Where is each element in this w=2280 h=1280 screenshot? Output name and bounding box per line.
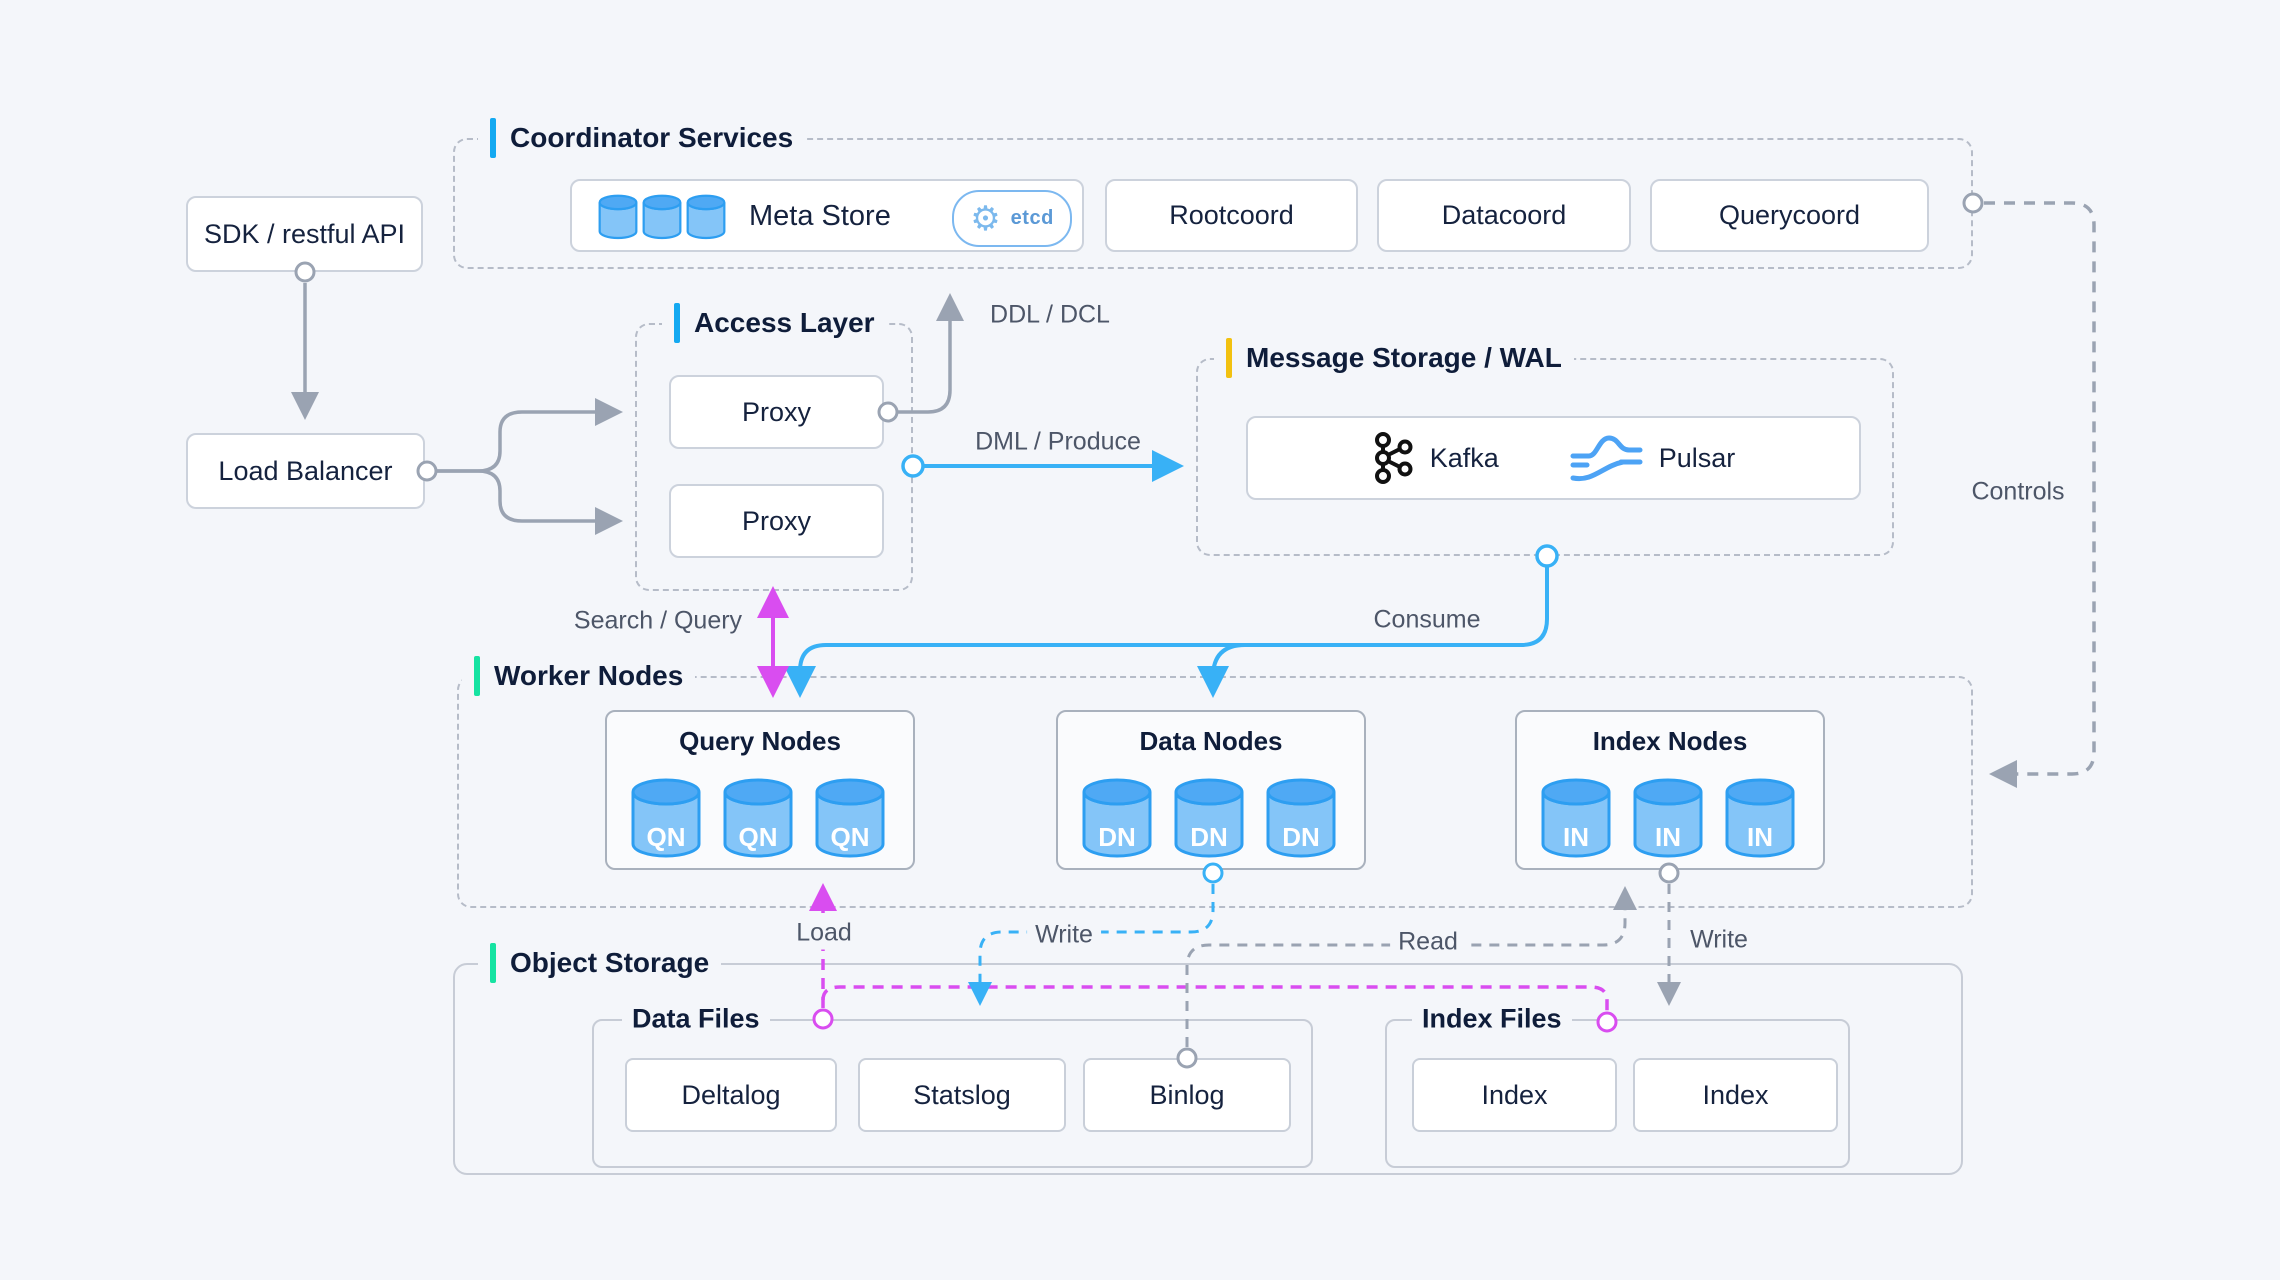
load-balancer-node: Load Balancer xyxy=(186,433,425,509)
worker-nodes-accent-bar xyxy=(474,656,480,696)
deltalog-label: Deltalog xyxy=(681,1079,781,1110)
index-nodes-group-title: Index Nodes xyxy=(1592,726,1748,756)
meta-store-label: Meta Store xyxy=(749,200,891,232)
object-storage-accent-bar xyxy=(490,943,496,983)
index-file-node: Index xyxy=(1412,1058,1617,1132)
index-node-abbr: IN xyxy=(1747,822,1773,852)
coordinator-section-title: Coordinator Services xyxy=(478,118,806,158)
coordinator-accent-bar xyxy=(490,118,496,158)
querycoord-label: Querycoord xyxy=(1718,200,1861,230)
rootcoord-label: Rootcoord xyxy=(1169,200,1294,230)
coordinator-title-text: Coordinator Services xyxy=(510,122,794,153)
binlog-label: Binlog xyxy=(1149,1079,1225,1110)
dml-produce-label: DML / Produce xyxy=(967,425,1149,459)
consume-label: Consume xyxy=(1365,603,1489,637)
proxy-node-1: Proxy xyxy=(669,375,884,449)
access-layer-accent-bar xyxy=(674,303,680,343)
statslog-label: Statslog xyxy=(913,1079,1011,1110)
load-label: Load xyxy=(788,916,860,950)
query-node-cylinder-icon: QN xyxy=(630,778,702,862)
kafka-broker: Kafka xyxy=(1372,432,1499,484)
data-nodes-group-title: Data Nodes xyxy=(1139,726,1283,756)
proxy-node-2: Proxy xyxy=(669,484,884,558)
index-file-label: Index xyxy=(1481,1079,1548,1110)
deltalog-node: Deltalog xyxy=(625,1058,837,1132)
worker-nodes-title-text: Worker Nodes xyxy=(494,660,684,691)
database-cylinder-icon xyxy=(686,194,726,242)
search-query-label: Search / Query xyxy=(565,604,751,638)
sdk-label: SDK / restful API xyxy=(203,218,406,249)
pulsar-icon xyxy=(1570,435,1643,482)
load-balancer-label: Load Balancer xyxy=(218,455,393,486)
proxy-label: Proxy xyxy=(741,396,812,427)
message-brokers-node: Kafka Pulsar xyxy=(1246,416,1861,500)
message-storage-accent-bar xyxy=(1226,338,1232,378)
controls-label: Controls xyxy=(1963,475,2073,509)
index-node-cylinder-icon: IN xyxy=(1724,778,1796,862)
index-file-label: Index xyxy=(1702,1079,1769,1110)
write-index-label: Write xyxy=(1682,923,1756,957)
statslog-node: Statslog xyxy=(858,1058,1066,1132)
etcd-badge-label: etcd xyxy=(1010,207,1054,229)
data-node-abbr: DN xyxy=(1282,822,1320,852)
index-node-abbr: IN xyxy=(1563,822,1589,852)
message-storage-title: Message Storage / WAL xyxy=(1214,338,1574,378)
message-storage-title-text: Message Storage / WAL xyxy=(1246,342,1562,373)
datacoord-node: Datacoord xyxy=(1377,179,1631,252)
data-node-cylinder-icon: DN xyxy=(1173,778,1245,862)
access-layer-title-text: Access Layer xyxy=(694,307,875,338)
binlog-node: Binlog xyxy=(1083,1058,1291,1132)
pulsar-broker: Pulsar xyxy=(1569,432,1736,484)
database-cylinder-icon xyxy=(598,194,638,242)
data-files-box xyxy=(592,1019,1313,1168)
meta-store-label-wrap: Meta Store xyxy=(749,200,891,233)
read-label: Read xyxy=(1390,925,1466,959)
rootcoord-node: Rootcoord xyxy=(1105,179,1358,252)
index-file-node: Index xyxy=(1633,1058,1838,1132)
query-nodes-group-title: Query Nodes xyxy=(679,726,841,756)
data-node-cylinder-icon: DN xyxy=(1081,778,1153,862)
index-node-cylinder-icon: IN xyxy=(1540,778,1612,862)
pulsar-label: Pulsar xyxy=(1658,442,1736,473)
gear-icon: ⚙ xyxy=(970,199,1001,238)
query-node-abbr: QN xyxy=(830,822,870,852)
object-storage-title-text: Object Storage xyxy=(510,947,710,978)
index-node-cylinder-icon: IN xyxy=(1632,778,1704,862)
index-node-abbr: IN xyxy=(1655,822,1681,852)
query-node-cylinder-icon: QN xyxy=(722,778,794,862)
database-cylinder-icon xyxy=(642,194,682,242)
data-node-abbr: DN xyxy=(1190,822,1228,852)
data-node-abbr: DN xyxy=(1098,822,1136,852)
sdk-node: SDK / restful API xyxy=(186,196,423,272)
write-data-label: Write xyxy=(1027,918,1101,952)
data-files-title: Data Files xyxy=(622,1003,770,1035)
querycoord-node: Querycoord xyxy=(1650,179,1929,252)
query-node-abbr: QN xyxy=(738,822,778,852)
query-node-abbr: QN xyxy=(646,822,686,852)
etcd-badge: ⚙ etcd xyxy=(952,190,1072,247)
kafka-icon xyxy=(1374,432,1413,484)
access-layer-title: Access Layer xyxy=(662,303,887,343)
proxy-label: Proxy xyxy=(741,505,812,536)
ddl-dcl-label: DDL / DCL xyxy=(982,298,1118,332)
worker-nodes-title: Worker Nodes xyxy=(462,656,696,696)
index-files-title: Index Files xyxy=(1412,1003,1572,1035)
datacoord-label: Datacoord xyxy=(1441,200,1567,230)
query-node-cylinder-icon: QN xyxy=(814,778,886,862)
data-node-cylinder-icon: DN xyxy=(1265,778,1337,862)
object-storage-title: Object Storage xyxy=(478,943,722,983)
kafka-label: Kafka xyxy=(1429,442,1499,473)
